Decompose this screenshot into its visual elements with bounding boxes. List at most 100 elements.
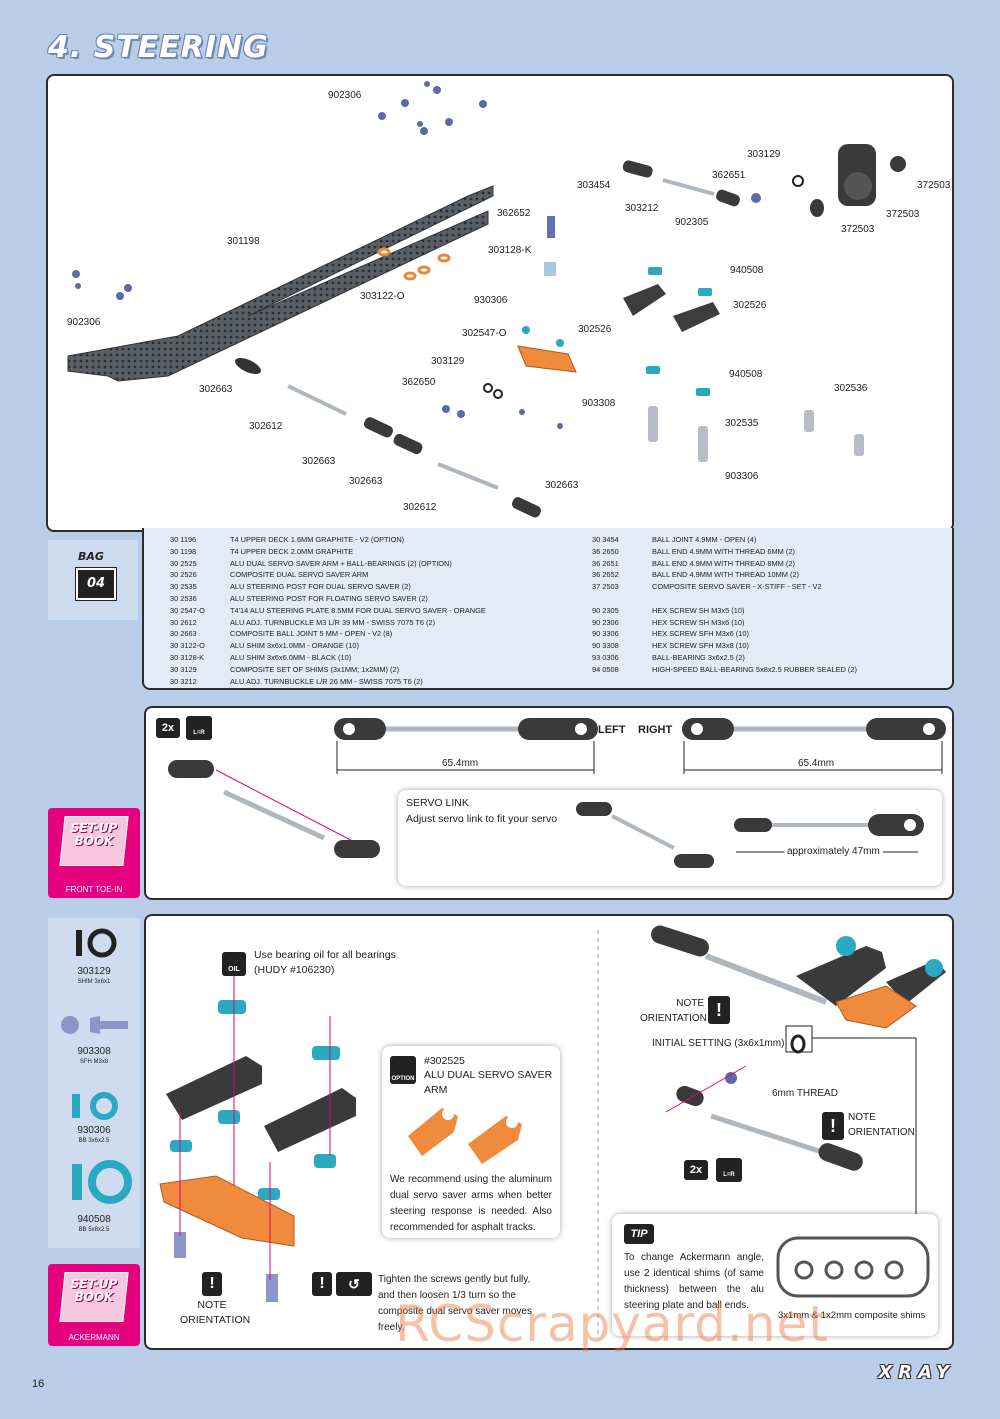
dim-left: 65.4mm xyxy=(442,758,479,769)
part-callout-label: 302547-O xyxy=(462,328,507,339)
part-callout-label: 362652 xyxy=(497,208,531,219)
shims-sidebar: 303129 SHIM 3x6x1 903308 SFH M3x8 930306… xyxy=(48,918,140,1248)
part-callout-label: 940508 xyxy=(729,369,763,380)
parts-list-row: 90 3306 HEX SCREW SFH M3x6 (10) xyxy=(592,628,857,640)
upper-deck-graphite xyxy=(67,185,494,382)
part-code: 93 0306 xyxy=(592,652,619,662)
part-callout-label: 930306 xyxy=(474,295,508,306)
screw-head-icon xyxy=(61,1016,79,1034)
bearing-large-side-icon xyxy=(72,1164,82,1200)
initial-setting: INITIAL SETTING (3x6x1mm) xyxy=(652,1038,785,1049)
shim-sub-3: BB 3x6x2.5 xyxy=(78,1138,110,1144)
note-3: NOTE ORIENTATION xyxy=(848,1110,915,1140)
part-callout-label: 302535 xyxy=(725,418,759,429)
shims-caption: 3x1mm & 1x2mm composite shims xyxy=(778,1310,926,1321)
page-title: 4. STEERING xyxy=(48,30,269,65)
part-callout-label: 903306 xyxy=(725,471,759,482)
note-2: NOTE ORIENTATION xyxy=(640,996,707,1026)
shims-303122-o xyxy=(377,247,451,281)
toe-in-diagram xyxy=(168,718,946,858)
oil-badge-icon: OIL xyxy=(222,952,246,976)
servo-link-dim: approximately 47mm xyxy=(784,846,883,857)
part-code: 30 3129 xyxy=(170,664,197,674)
part-callout-label: 372503 xyxy=(917,180,951,191)
bearing-large-face-icon xyxy=(88,1160,132,1204)
part-description: COMPOSITE SET OF SHIMS (3x1MM; 1x2MM) (2… xyxy=(230,664,400,674)
toe-in-panel: 2x L=R LEFT RIGHT 65.4mm 65.4mm SERVO LI xyxy=(144,706,954,900)
ball-stud-362652 xyxy=(544,216,556,276)
servo-link-box: SERVO LINK Adjust servo link to fit your… xyxy=(398,790,942,886)
option-badge-icon: OPTION xyxy=(390,1056,416,1084)
assembly-diagram xyxy=(159,925,946,1336)
qty-badge: 2x xyxy=(156,718,180,738)
bearings-940508 xyxy=(646,267,712,396)
note-icon-1: ! xyxy=(202,1272,222,1296)
part-description: T4 UPPER DECK 2.0MM GRAPHITE xyxy=(230,546,354,556)
bag-tab: BAG 04 xyxy=(48,540,138,620)
lr-label-ackermann: L=R xyxy=(723,1172,735,1178)
turnbuckle-left-assembled xyxy=(334,718,598,774)
lr-badge: L=R xyxy=(186,716,212,740)
servo-saver-372503 xyxy=(810,144,906,217)
composite-shims-icon xyxy=(776,1236,930,1298)
part-description: COMPOSITE BALL JOINT 5 MM - OPEN - V2 (8… xyxy=(230,629,393,639)
shim-code-3: 930306 xyxy=(77,1125,111,1136)
xray-logo-text: XRAY xyxy=(878,1362,955,1383)
steering-plate-orange xyxy=(517,326,577,373)
part-description: T4 UPPER DECK 1.6MM GRAPHITE - V2 (OPTIO… xyxy=(230,535,405,544)
setup-book-caption: FRONT TOE-IN xyxy=(65,885,123,894)
part-code: 30 2612 xyxy=(170,617,197,627)
shim-side-icon xyxy=(76,930,82,956)
xray-logo: XRAY xyxy=(800,1362,955,1383)
part-code: 30 3122-O xyxy=(170,641,205,651)
option-title: ALU DUAL SERVO SAVER ARM xyxy=(424,1069,553,1096)
servo-link-text: Adjust servo link to fit your servo xyxy=(406,813,558,825)
ball-joints-302663 xyxy=(363,417,541,518)
part-code: 90 2306 xyxy=(592,617,619,627)
part-callout-label: 302536 xyxy=(834,383,868,394)
bag-number-box: 04 xyxy=(76,568,116,600)
part-description: T4'14 ALU STEERING PLATE 8.5MM FOR DUAL … xyxy=(230,605,486,615)
setup-book-title: SET-UP BOOK xyxy=(70,821,118,848)
part-callout-label: 302663 xyxy=(545,480,579,491)
part-description: BALL END 4.9MM WITH THREAD 6MM (2) xyxy=(652,546,795,556)
part-code: 94 0508 xyxy=(592,664,619,674)
exploded-diagram xyxy=(67,81,906,518)
part-description: COMPOSITE SERVO SAVER - X-STIFF - SET - … xyxy=(652,582,822,592)
part-callout-label: 903308 xyxy=(582,398,616,409)
setup-book-ackermann[interactable]: SET-UP BOOK ACKERMANN xyxy=(48,1264,140,1346)
option-box: OPTION #302525 ALU DUAL SERVO SAVER ARM … xyxy=(382,1046,560,1238)
note-3-line2: ORIENTATION xyxy=(848,1127,915,1138)
note-icon-3: ! xyxy=(822,1112,844,1140)
qty-badge-ackermann: 2x xyxy=(684,1160,708,1180)
screwdriver-icon: ↺ xyxy=(336,1272,372,1296)
tip-text: To change Ackermann angle, use 2 identic… xyxy=(624,1252,764,1311)
shim-sub-1: SHIM 3x6x1 xyxy=(77,979,111,985)
tip-box: TIP To change Ackermann angle, use 2 ide… xyxy=(612,1214,938,1336)
turnbuckle-302612-a xyxy=(235,357,347,416)
screws-362650 xyxy=(442,405,563,429)
servo-saver-stack xyxy=(159,966,356,1302)
assembly-panel: OIL Use bearing oil for all bearings (HU… xyxy=(144,914,954,1350)
part-code: 90 3306 xyxy=(592,629,619,639)
part-callout-label: 372503 xyxy=(841,224,875,235)
note-2-line1: NOTE xyxy=(676,998,704,1009)
screws-902306-top xyxy=(378,81,487,135)
part-description: HEX SCREW SFH M3x6 (10) xyxy=(652,629,749,639)
setup-book-front-toe-in[interactable]: SET-UP BOOK FRONT TOE-IN xyxy=(48,808,140,898)
part-description: ALU STEERING POST FOR FLOATING SERVO SAV… xyxy=(230,593,428,603)
shim-code-4: 940508 xyxy=(77,1214,111,1225)
part-code: 30 2535 xyxy=(170,582,197,592)
part-code: 30 3212 xyxy=(170,676,197,686)
tip-badge: TIP xyxy=(624,1224,654,1244)
part-callout-label: 362650 xyxy=(402,377,436,388)
label-right: RIGHT xyxy=(638,724,673,736)
part-code: 30 2525 xyxy=(170,558,197,568)
